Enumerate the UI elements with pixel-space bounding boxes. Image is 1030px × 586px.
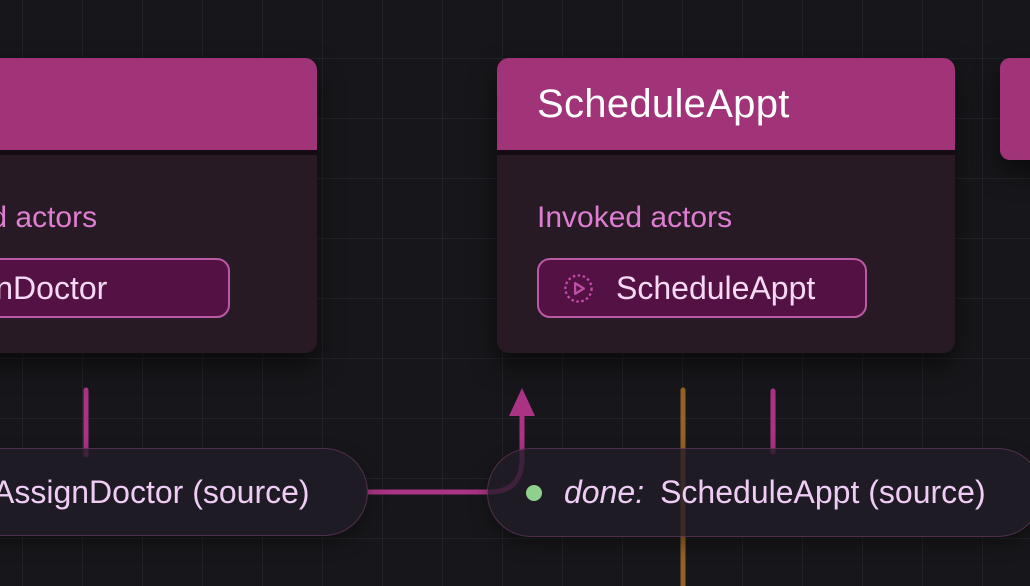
invoked-actors-label: Invoked actors [537, 201, 733, 234]
node-body: Invoked actors ScheduleAppt [497, 155, 955, 353]
arrowhead-icon [509, 388, 535, 416]
state-node-right-clipped[interactable] [1000, 58, 1030, 160]
node-title: ScheduleAppt [537, 81, 790, 126]
actor-chip-label: ScheduleAppt [616, 269, 816, 306]
actor-chip-scheduleappt[interactable]: ScheduleAppt [537, 258, 867, 318]
event-pill-label: AssignDoctor (source) [0, 473, 310, 510]
node-header[interactable]: ScheduleAppt [497, 58, 955, 155]
actor-chip-assigndoctor[interactable]: AssignDoctor [0, 258, 230, 318]
event-pill-done-scheduleappt-source[interactable]: done: ScheduleAppt (source) [487, 448, 1030, 537]
node-header[interactable] [0, 58, 317, 155]
invoked-actors-label: Invoked actors [0, 201, 98, 234]
state-node-scheduleappt[interactable]: ScheduleAppt Invoked actors ScheduleAppt [497, 58, 955, 353]
event-pill-label: ScheduleAppt (source) [660, 474, 986, 510]
event-type-prefix: done: [564, 474, 645, 510]
play-circle-icon [564, 273, 593, 303]
state-node-assigndoctor[interactable]: Invoked actors AssignDoctor [0, 58, 317, 353]
event-pill-assigndoctor-source[interactable]: AssignDoctor (source) [0, 448, 368, 536]
done-status-dot-icon [526, 484, 542, 501]
node-body: Invoked actors AssignDoctor [0, 155, 317, 353]
actor-chip-label: AssignDoctor [0, 269, 108, 306]
